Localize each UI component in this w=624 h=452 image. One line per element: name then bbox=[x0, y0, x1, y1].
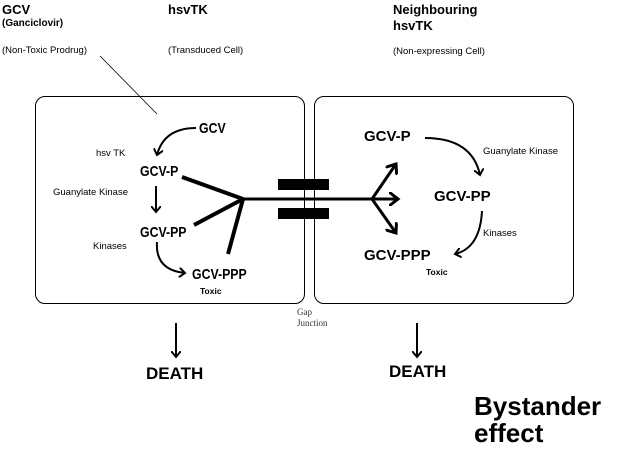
gap-junction-label-2: Junction bbox=[297, 318, 328, 328]
left-molecule-gcv: GCV bbox=[199, 120, 226, 137]
right-enzyme-guanylate-kinase: Guanylate Kinase bbox=[483, 146, 558, 157]
left-enzyme-hsvtk: hsv TK bbox=[96, 148, 126, 159]
arrow-right-gcvp-to-gcvpp bbox=[424, 137, 480, 175]
header-neighbour-title-2: hsvTK bbox=[393, 18, 433, 33]
header-hsvtk-title: hsvTK bbox=[168, 2, 208, 17]
arrow-gcvpp-to-gcvppp bbox=[155, 241, 185, 273]
line-gcvpp-to-junction bbox=[193, 197, 244, 227]
right-death-label: DEATH bbox=[389, 362, 447, 381]
arrow-right-gcvpp-to-gcvppp bbox=[455, 210, 483, 254]
left-death-label: DEATH bbox=[146, 364, 204, 383]
header-neighbour-title-1: Neighbouring bbox=[393, 2, 478, 17]
caption-line-2: effect bbox=[474, 418, 544, 448]
line-gcvppp-to-junction bbox=[226, 198, 245, 255]
arrow-gcv-to-gcvp bbox=[157, 127, 197, 155]
left-enzyme-guanylate-kinase: Guanylate Kinase bbox=[53, 187, 128, 198]
right-toxic-label: Toxic bbox=[426, 267, 448, 277]
gap-junction-label-1: Gap bbox=[297, 307, 312, 317]
line-gcvp-to-junction bbox=[181, 175, 244, 201]
header-hsvtk-note: (Transduced Cell) bbox=[168, 45, 244, 56]
left-molecule-gcvppp: GCV-PPP bbox=[192, 266, 247, 283]
arrow-to-gcvppp bbox=[370, 198, 396, 233]
header-gcv-title: GCV bbox=[2, 2, 31, 17]
header-neighbour-note: (Non-expressing Cell) bbox=[393, 46, 485, 57]
left-molecule-gcvpp: GCV-PP bbox=[140, 224, 187, 241]
right-molecule-gcvppp: GCV-PPP bbox=[364, 247, 431, 264]
header-gcv-subtitle: (Ganciclovir) bbox=[2, 18, 64, 29]
arrow-to-gcvp bbox=[370, 164, 396, 200]
caption-line-1: Bystander bbox=[474, 391, 602, 421]
gap-junction-top-bar bbox=[278, 179, 329, 190]
right-enzyme-kinases: Kinases bbox=[483, 228, 517, 239]
gap-junction-bottom-bar bbox=[278, 208, 329, 219]
left-enzyme-kinases: Kinases bbox=[93, 241, 127, 252]
right-molecule-gcvp: GCV-P bbox=[364, 128, 411, 145]
left-molecule-gcvp: GCV-P bbox=[140, 163, 179, 180]
pointer-line bbox=[99, 55, 158, 115]
left-toxic-label: Toxic bbox=[200, 286, 222, 296]
right-molecule-gcvpp: GCV-PP bbox=[434, 188, 491, 205]
header-gcv-note: (Non-Toxic Prodrug) bbox=[2, 45, 87, 56]
